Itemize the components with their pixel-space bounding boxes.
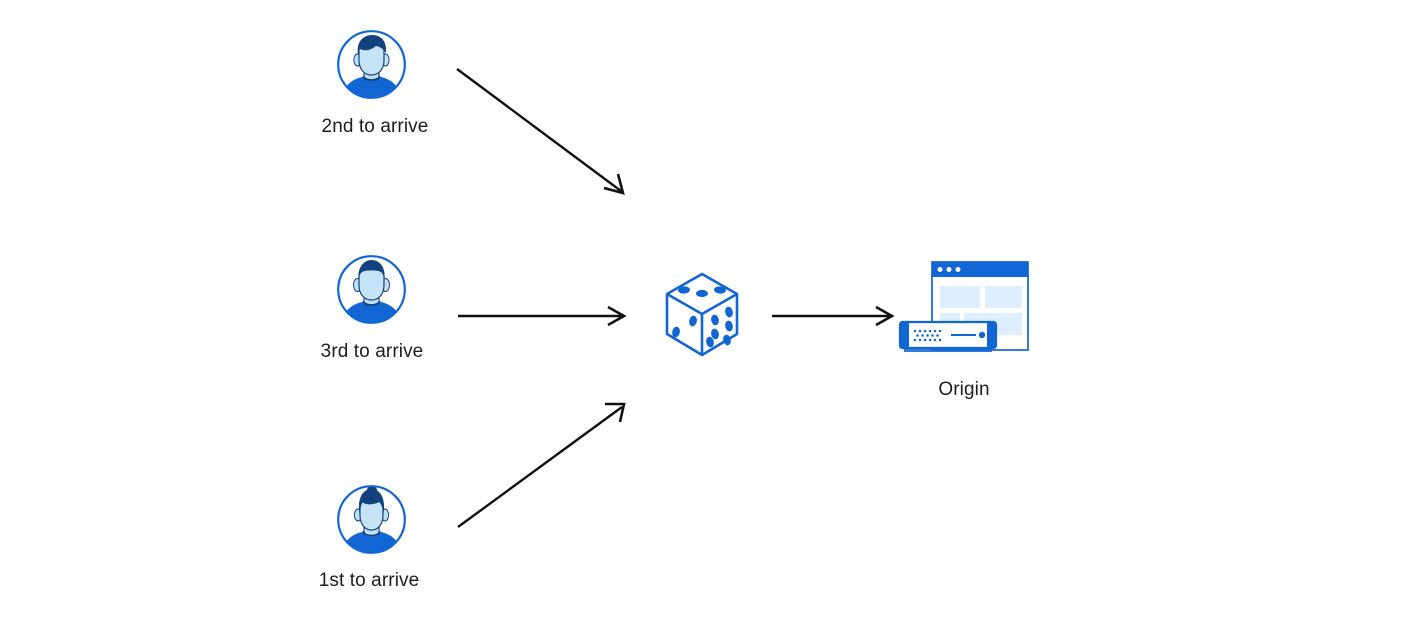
arrow-client-middle-to-dice [458, 305, 627, 327]
dice-icon [665, 272, 739, 357]
client-top-avatar[interactable] [336, 29, 407, 100]
browser-dot [955, 267, 961, 272]
server-status-led [978, 331, 986, 339]
arrow-dice-to-origin [772, 305, 895, 327]
client-middle-label: 3rd to arrive [320, 341, 424, 362]
origin-server-icon [898, 261, 1029, 352]
user-avatar-icon [337, 30, 406, 99]
dice-left-pips [672, 315, 697, 338]
server-vent-dots [913, 329, 942, 342]
client-bottom-label: 1st to arrive [318, 570, 420, 591]
client-bottom-avatar[interactable] [336, 484, 407, 555]
origin-node[interactable] [894, 258, 1034, 363]
browser-dot [937, 267, 943, 272]
client-top-label: 2nd to arrive [321, 116, 429, 137]
arrow-client-bottom-to-dice [457, 402, 626, 528]
user-avatar-icon [337, 255, 406, 324]
dice-right-pips [706, 306, 733, 348]
browser-dot [946, 267, 952, 272]
client-middle-avatar[interactable] [336, 254, 407, 325]
origin-label: Origin [938, 379, 990, 400]
user-avatar-icon [337, 485, 406, 554]
server-device-icon [898, 320, 998, 352]
randomizer-node[interactable] [661, 270, 743, 360]
dice-top-pips [678, 286, 726, 298]
arrow-client-top-to-dice [456, 68, 625, 195]
